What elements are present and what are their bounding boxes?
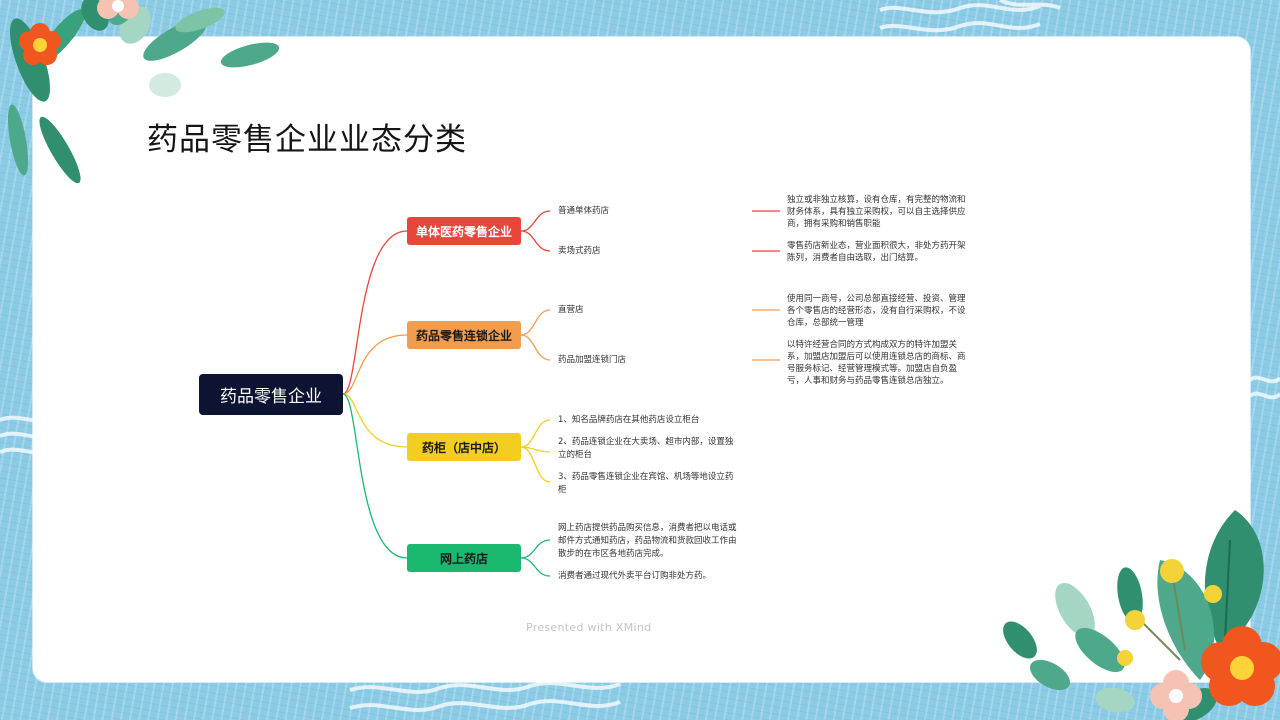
- connector-branch-4-leaf-1: [520, 539, 551, 559]
- desc-line: 零售药店新业态，营业面积很大，非处方药开架: [787, 241, 966, 251]
- desc-line: 独立或非独立核算，设有仓库，有完整的物流和: [787, 195, 966, 205]
- connector-root-branch-3: [342, 393, 408, 448]
- branch-node-drug-counter: 药柜（店中店）: [407, 433, 521, 461]
- leaf-online-1: 网上药店提供药品购买信息，消费者把以电话或 邮件方式通知药店，药品物流和货款回收…: [558, 522, 737, 561]
- leaf-online-2: 消费者通过现代外卖平台订购非处方药。: [558, 570, 711, 583]
- branch-node-online-pharmacy: 网上药店: [407, 544, 521, 572]
- leaf-line: 散步的在市区各地药店完成。: [558, 549, 669, 559]
- desc-line: 亏，人事和财务与药品零售连锁总店独立。: [787, 376, 949, 386]
- desc-mall-store: 零售药店新业态，营业面积很大，非处方药开架 陈列，消费者自由选取，出门结算。: [787, 240, 966, 264]
- mindmap-root-node: 药品零售企业: [199, 374, 343, 415]
- connector-root-branch-4: [342, 393, 408, 559]
- connector-root-branch-2: [342, 334, 408, 395]
- slide-card: [33, 37, 1250, 682]
- connector-branch-3-leaf-3: [520, 446, 551, 483]
- desc-line: 财务体系，具有独立采购权，可以自主选择供应: [787, 207, 966, 217]
- connector-branch-4-leaf-2: [520, 557, 551, 577]
- branch-node-chain-retail: 药品零售连锁企业: [407, 321, 521, 349]
- leaf-direct-store: 直营店: [558, 305, 584, 315]
- desc-franchise-store: 以特许经营合同的方式构成双方的特许加盟关 系，加盟店加盟后可以使用连锁总店的商标…: [787, 339, 966, 387]
- connector-branch-1-leaf-1: [520, 210, 551, 232]
- leaf-line: 柜: [558, 485, 567, 495]
- leaf-counter-3: 3、药品零售连锁企业在宾馆、机场等地设立药 柜: [558, 471, 733, 497]
- connector-branch-1-leaf-2: [520, 230, 551, 252]
- desc-line: 号服务标记、经营管理模式等。加盟店自负盈: [787, 364, 958, 374]
- connector-root-branch-1: [342, 230, 408, 395]
- leaf-line: 1、知名品牌药店在其他药店设立柜台: [558, 415, 700, 425]
- connector-branch-2-leaf-1: [520, 309, 551, 336]
- leaf-counter-2: 2、药品连锁企业在大卖场、超市内部，设置独 立的柜台: [558, 436, 733, 462]
- leaf-line: 3、药品零售连锁企业在宾馆、机场等地设立药: [558, 472, 734, 482]
- desc-line: 各个零售店的经营形态，没有自行采购权，不设: [787, 306, 966, 316]
- page-title: 药品零售企业业态分类: [147, 122, 467, 158]
- desc-line: 系，加盟店加盟后可以使用连锁总店的商标、商: [787, 352, 966, 362]
- leaf-line: 消费者通过现代外卖平台订购非处方药。: [558, 571, 712, 581]
- desc-direct-store: 使用同一商号，公司总部直接经营、投资、管理 各个零售店的经营形态，没有自行采购权…: [787, 293, 966, 329]
- desc-line: 陈列，消费者自由选取，出门结算。: [787, 253, 924, 263]
- leaf-mall-store: 卖场式药店: [558, 246, 601, 256]
- leaf-line: 网上药店提供药品购买信息，消费者把以电话或: [558, 523, 737, 533]
- desc-line: 以特许经营合同的方式构成双方的特许加盟关: [787, 340, 958, 350]
- leaf-line: 2、药品连锁企业在大卖场、超市内部，设置独: [558, 437, 734, 447]
- leaf-line: 立的柜台: [558, 450, 593, 460]
- leaf-franchise-store: 药品加盟连锁门店: [558, 355, 627, 365]
- desc-single-store: 独立或非独立核算，设有仓库，有完整的物流和 财务体系，具有独立采购权，可以自主选…: [787, 194, 966, 230]
- leaf-counter-1: 1、知名品牌药店在其他药店设立柜台: [558, 414, 699, 427]
- branch-node-single-retail: 单体医药零售企业: [407, 217, 521, 245]
- connector-branch-3-leaf-1: [520, 419, 551, 448]
- leaf-line: 邮件方式通知药店，药品物流和货款回收工作由: [558, 536, 737, 546]
- leaf-single-store: 普通单体药店: [558, 206, 610, 216]
- xmind-watermark: Presented with XMind: [526, 621, 652, 634]
- desc-line: 商，拥有采购和销售职能: [787, 219, 881, 229]
- desc-line: 使用同一商号，公司总部直接经营、投资、管理: [787, 294, 966, 304]
- desc-line: 仓库，总部统一管理: [787, 318, 864, 328]
- connector-branch-2-leaf-2: [520, 334, 551, 361]
